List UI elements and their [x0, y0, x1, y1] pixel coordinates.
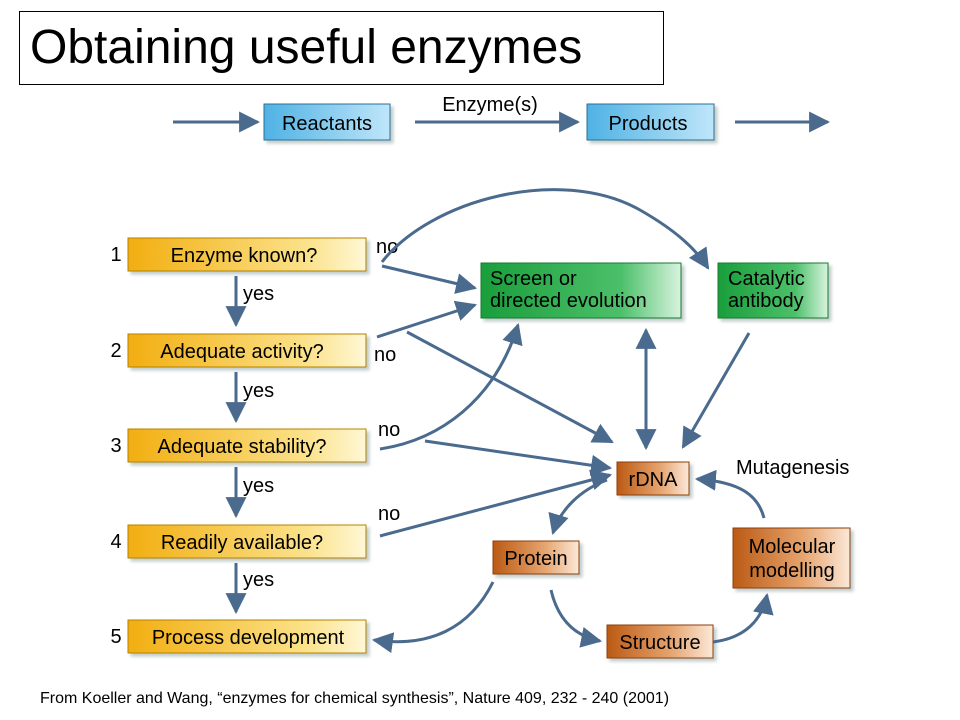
molecular-label-line2: modelling: [749, 560, 835, 582]
yes-label-4: yes: [243, 569, 274, 591]
yes-label-1: yes: [243, 283, 274, 305]
catalytic-label-line2: antibody: [728, 290, 804, 312]
screen-evolution-box: [480, 262, 682, 319]
step-2-box: [127, 333, 367, 368]
products-box: [586, 103, 715, 141]
arrow-step2-rdna: [406, 330, 614, 444]
arrow-step1-screen: [381, 264, 478, 294]
no-label-4: no: [378, 503, 400, 525]
protein-box: [492, 540, 580, 575]
mutagenesis-label: Mutagenesis: [736, 457, 849, 479]
arrow-catalytic-rdna: [681, 332, 751, 449]
step-4-box: [127, 524, 367, 559]
protein-label: Protein: [504, 548, 567, 570]
step-5-number: 5: [110, 626, 121, 648]
enzyme-label: Enzyme(s): [442, 94, 538, 116]
reactants-label: Reactants: [282, 113, 372, 135]
yes-label-2: yes: [243, 380, 274, 402]
page-title: Obtaining useful enzymes: [30, 21, 583, 74]
arrow-rdna-protein: [548, 478, 608, 536]
arrow-structure-modelling: [712, 592, 774, 644]
catalytic-label-line1: Catalytic: [728, 268, 805, 290]
step-4-label: Readily available?: [161, 532, 323, 554]
arrow-step4-rdna: [379, 469, 613, 538]
arrow-step3-screen: [379, 322, 523, 451]
step-4-number: 4: [110, 531, 121, 553]
step-2-number: 2: [110, 340, 121, 362]
step-2-label: Adequate activity?: [160, 341, 323, 363]
molecular-modelling-box: [732, 527, 851, 589]
title-box: Obtaining useful enzymes: [19, 11, 664, 85]
catalytic-antibody-box: [717, 262, 829, 319]
structure-label: Structure: [619, 632, 700, 654]
yes-label-3: yes: [243, 475, 274, 497]
no-label-2: no: [374, 344, 396, 366]
reactants-box: [263, 103, 391, 141]
step-3-box: [127, 428, 367, 463]
arrow-protein-process: [371, 581, 495, 654]
screen-label-line2: directed evolution: [490, 290, 647, 312]
step-5-label: Process development: [152, 627, 345, 649]
step-3-label: Adequate stability?: [157, 436, 326, 458]
arrow-step3-rdna: [424, 439, 613, 476]
arrow-step1-catalytic: [380, 188, 710, 270]
step-5-box: [127, 619, 367, 654]
step-1-number: 1: [110, 244, 121, 266]
no-label-3: no: [378, 419, 400, 441]
structure-box: [606, 624, 714, 659]
diagram-arrows: [371, 188, 774, 654]
citation-text: From Koeller and Wang, “enzymes for chem…: [40, 690, 670, 707]
rdna-label: rDNA: [629, 469, 679, 491]
no-label-1: no: [376, 236, 398, 258]
rdna-box: [616, 461, 690, 496]
step-1-box: [127, 237, 367, 272]
products-label: Products: [609, 113, 688, 135]
molecular-label-line1: Molecular: [749, 536, 836, 558]
step-3-number: 3: [110, 435, 121, 457]
step-1-label: Enzyme known?: [171, 245, 318, 267]
screen-label-line1: Screen or: [490, 268, 577, 290]
arrow-protein-structure: [549, 589, 603, 648]
arrow-modelling-rdna: [694, 469, 766, 519]
arrow-step2-screen: [376, 300, 477, 339]
